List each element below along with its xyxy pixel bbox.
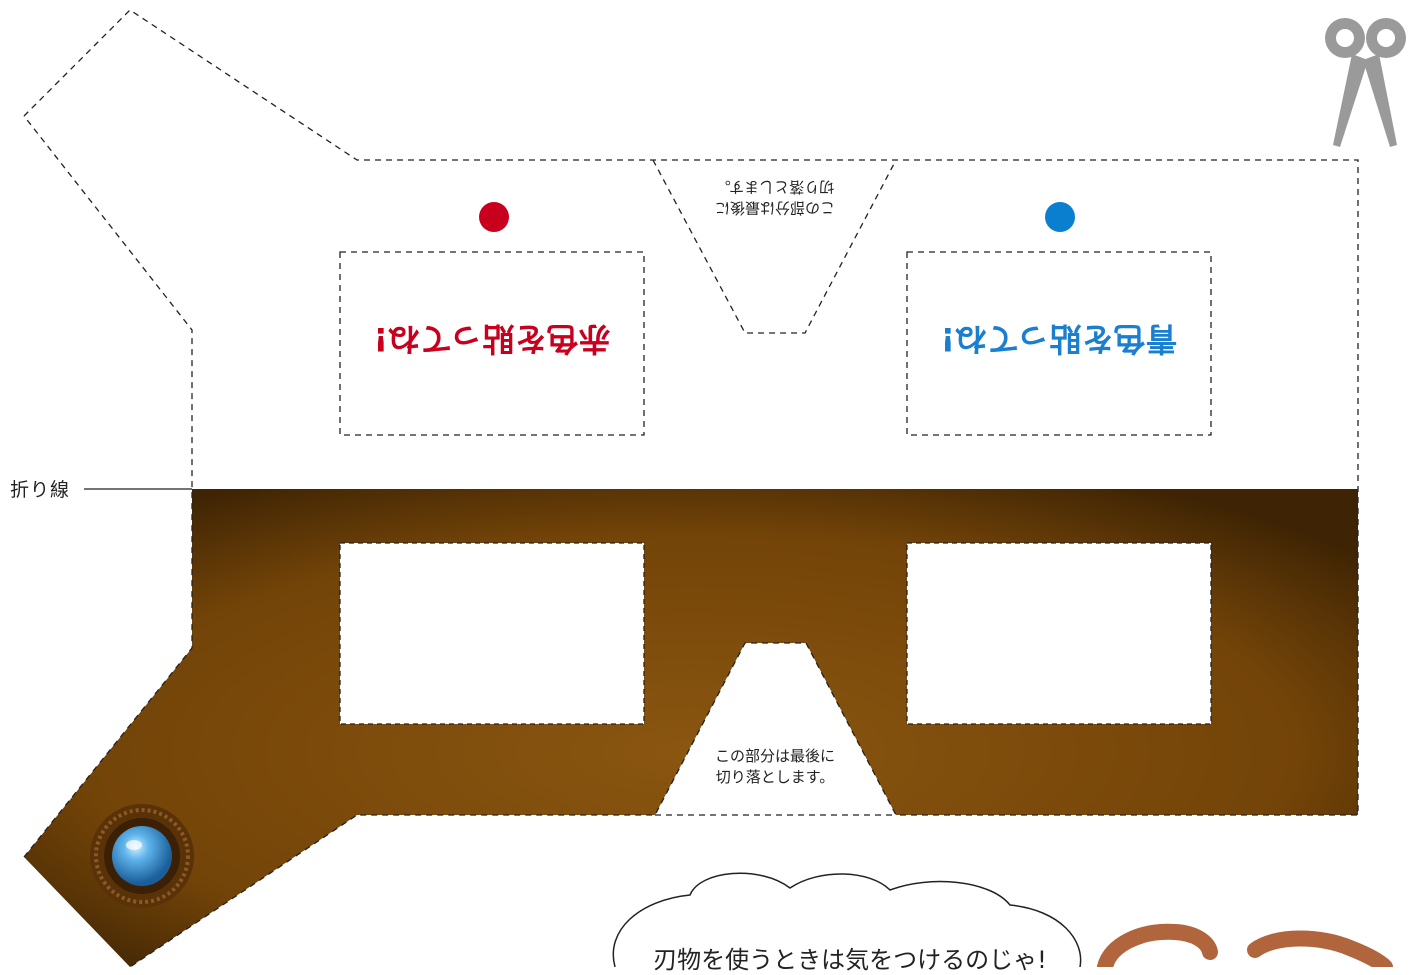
- left-lens-window: [339, 542, 645, 725]
- lower-cut-note-line2: 切り落とします。: [715, 768, 835, 786]
- lower-cut-note-line1: この部分は最後に: [714, 747, 835, 765]
- upper-cut-note-line2: 切り落とします。: [715, 178, 835, 196]
- safety-warning: 刃物を使うときは気をつけるのじゃ!: [653, 946, 1047, 974]
- blue-filter-label: 青色を貼ってね!: [940, 320, 1178, 358]
- outer-cut-line: [23, 9, 1359, 967]
- right-lens-window: [906, 542, 1212, 725]
- red-dot: [479, 202, 509, 232]
- red-filter-label: 赤色を貼ってね!: [373, 320, 611, 358]
- worm-creatures: [1097, 923, 1393, 967]
- glasses-frame: [24, 489, 1358, 967]
- lower-cut-note: この部分は最後に 切り落とします。: [690, 746, 860, 788]
- fold-line-label: 折り線: [10, 479, 71, 501]
- blue-filter-area: [906, 251, 1212, 436]
- upper-cut-note: この部分は最後に 切り落とします。: [690, 176, 860, 218]
- upper-cut-note-line1: この部分は最後に: [715, 199, 836, 217]
- blue-dot: [1045, 202, 1075, 232]
- scissors-icon: [1325, 18, 1406, 147]
- upper-nose-cut: [652, 159, 897, 334]
- speech-bubble: [612, 872, 1082, 967]
- red-filter-area: [339, 251, 645, 436]
- blue-gem-icon: [90, 804, 194, 908]
